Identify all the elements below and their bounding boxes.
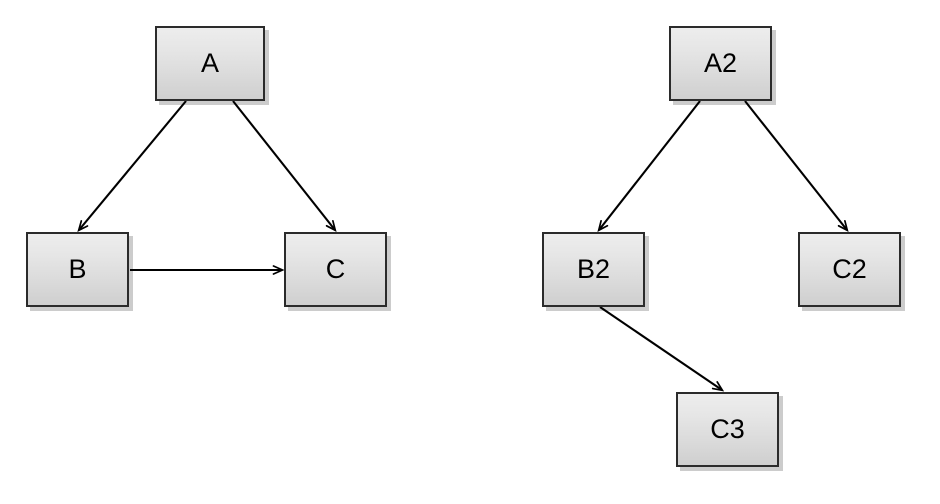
edge-a2-to-c2 [744, 100, 849, 233]
node-c-label: C [325, 254, 346, 284]
edge-a-to-c [232, 100, 337, 233]
edge-a-to-b [77, 100, 187, 232]
node-b2-label: B2 [576, 254, 611, 284]
edge-b2-to-c3 [599, 306, 725, 392]
node-b[interactable]: B [26, 232, 129, 307]
edge-a2-to-b2 [597, 100, 701, 233]
node-a[interactable]: A [155, 26, 265, 101]
node-b-label: B [68, 254, 87, 284]
node-c3[interactable]: C3 [676, 392, 779, 467]
node-a-label: A [200, 48, 219, 78]
node-c2-label: C2 [832, 254, 867, 284]
node-c2[interactable]: C2 [798, 232, 901, 307]
node-a2[interactable]: A2 [669, 26, 772, 101]
node-c[interactable]: C [284, 232, 387, 307]
node-b2[interactable]: B2 [542, 232, 645, 307]
node-a2-label: A2 [703, 48, 738, 78]
node-c3-label: C3 [710, 414, 745, 444]
